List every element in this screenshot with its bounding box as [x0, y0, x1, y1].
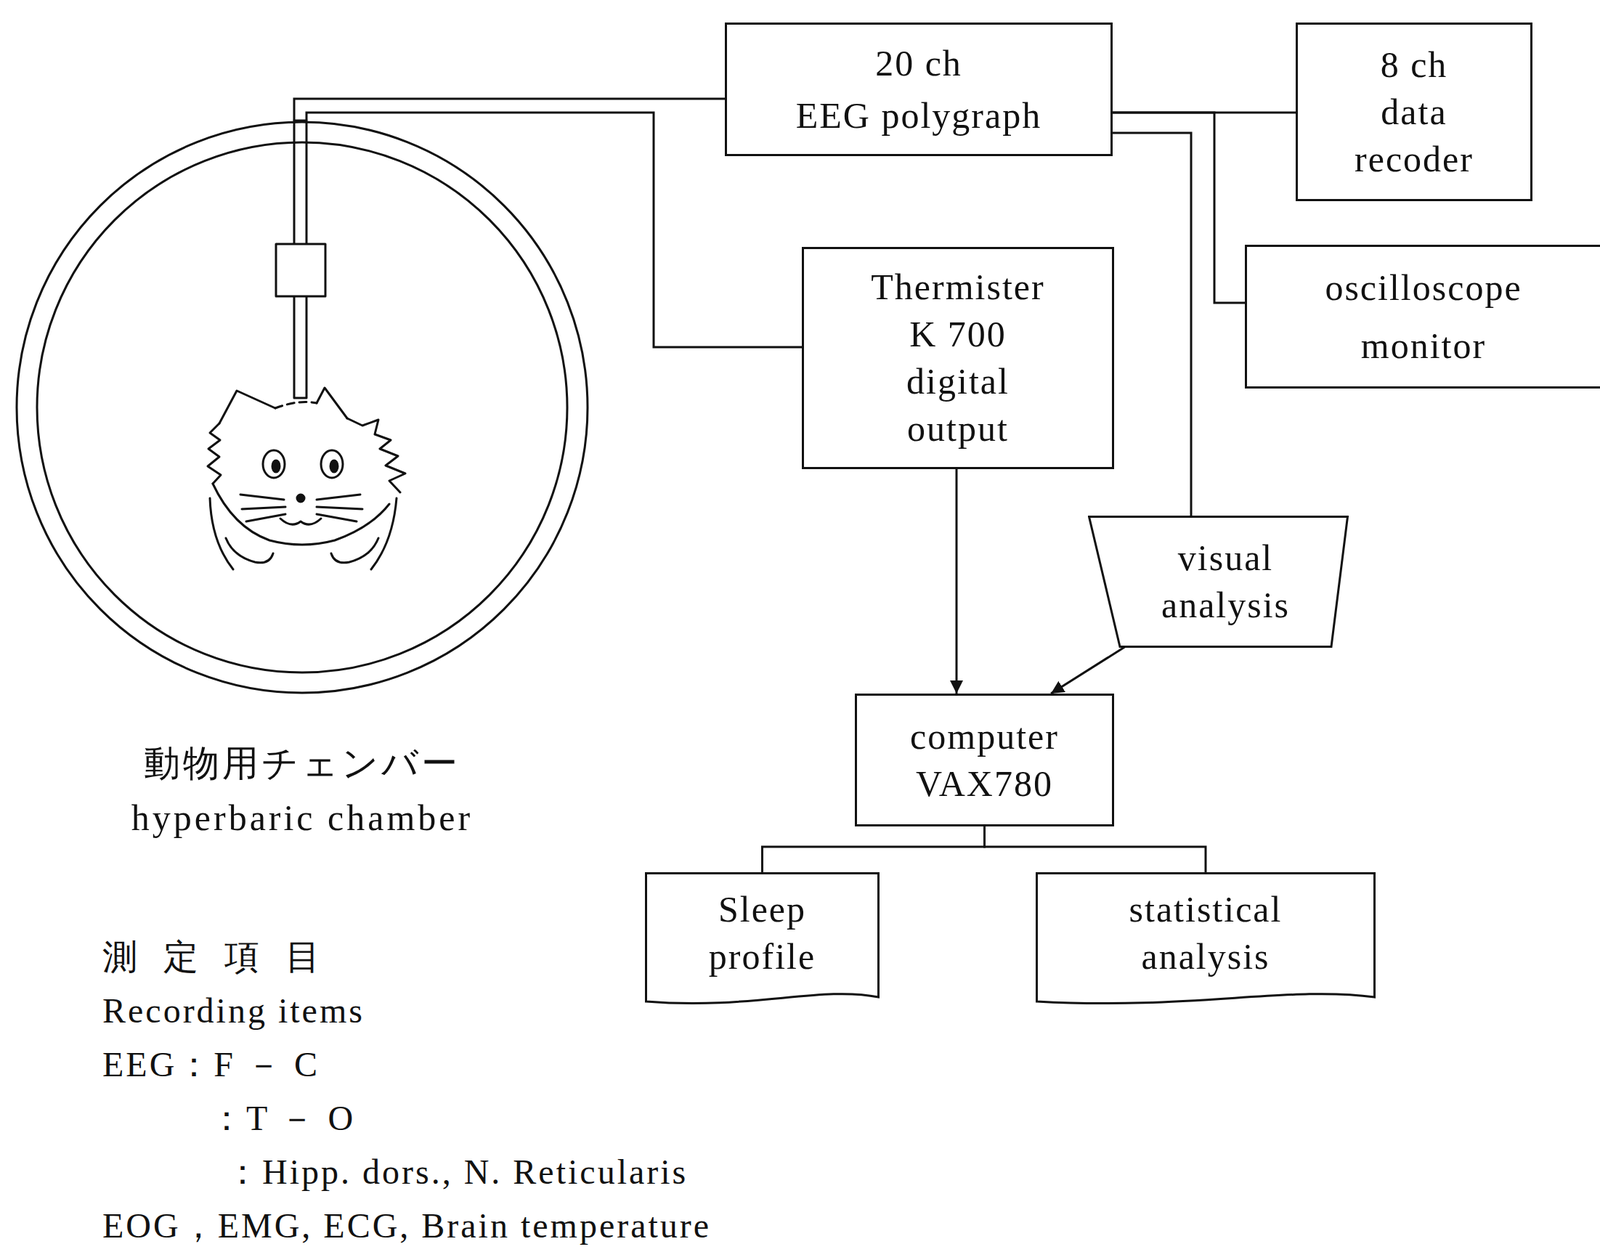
chamber-circle: 動物用チェンバーhyperbaric chamber — [15, 120, 590, 846]
document-box: Sleep profile — [644, 872, 880, 1008]
node-text: 動物用チェンバー — [143, 736, 461, 791]
cat-mouth — [280, 518, 322, 525]
connector — [762, 826, 985, 873]
node-text: Thermister K 700 digital output — [870, 263, 1045, 453]
node-outline-path — [646, 873, 879, 1004]
cat-body — [209, 498, 397, 570]
cat-head — [275, 402, 317, 409]
connector — [294, 98, 725, 121]
cat-eye — [321, 450, 343, 478]
node-outline-path — [1089, 517, 1348, 648]
note-text: 測 定 項 目 — [102, 936, 330, 977]
node-text: visual analysis — [1161, 534, 1290, 629]
process-box: Thermister K 700 digital output — [801, 246, 1115, 470]
cat-whisker — [316, 494, 363, 522]
note-text: ：Hipp. dors., N. Reticularis — [225, 1151, 688, 1192]
cat-ear — [316, 387, 348, 419]
connector — [984, 826, 1207, 873]
note-text: EOG，EMG, ECG, Brain temperature — [102, 1205, 712, 1246]
cat-fur — [207, 423, 221, 484]
connector — [1112, 132, 1192, 516]
cat-fur — [347, 418, 406, 493]
process-box: 20 ch EEG polygraph — [724, 22, 1113, 157]
process-box: oscilloscope monitor — [1244, 244, 1600, 389]
probe-connector — [275, 244, 326, 297]
trapezoid-box: visual analysis — [1087, 515, 1349, 648]
document-box: statistical analysis — [1035, 872, 1376, 1008]
process-box: 8 ch data recoder — [1295, 22, 1533, 202]
note-text: ：T － O — [209, 1098, 356, 1139]
cat-pupil — [272, 460, 280, 473]
cat-pupil — [330, 460, 338, 473]
node-text: oscilloscope monitor — [1324, 258, 1522, 375]
chamber-wall — [16, 122, 588, 693]
node-outline — [1087, 515, 1349, 648]
note-text: Recording items — [102, 990, 365, 1031]
connector — [1112, 112, 1245, 303]
node-text: statistical analysis — [1129, 886, 1283, 981]
cat-ear — [219, 390, 276, 424]
node-text: 8 ch data recoder — [1354, 41, 1474, 184]
node-text: computer VAX780 — [910, 713, 1059, 808]
note-text: EEG：F － C — [102, 1044, 320, 1085]
cat-eye — [262, 450, 285, 478]
cat-head — [212, 483, 390, 545]
node-text: Sleep profile — [708, 886, 816, 981]
node-outline-path — [1037, 873, 1375, 1004]
cat-paw — [331, 538, 379, 563]
node-text: 20 ch EEG polygraph — [796, 37, 1042, 143]
cat-paw — [225, 538, 274, 563]
process-box: computer VAX780 — [854, 693, 1115, 827]
chamber-wall — [37, 142, 568, 673]
connector — [1050, 646, 1126, 694]
chamber-outline — [15, 120, 590, 695]
cat-whisker — [240, 494, 286, 522]
connector — [955, 469, 958, 694]
cat-drawing — [207, 120, 406, 570]
cat-nose — [297, 494, 305, 502]
node-text: hyperbaric chamber — [131, 790, 473, 846]
